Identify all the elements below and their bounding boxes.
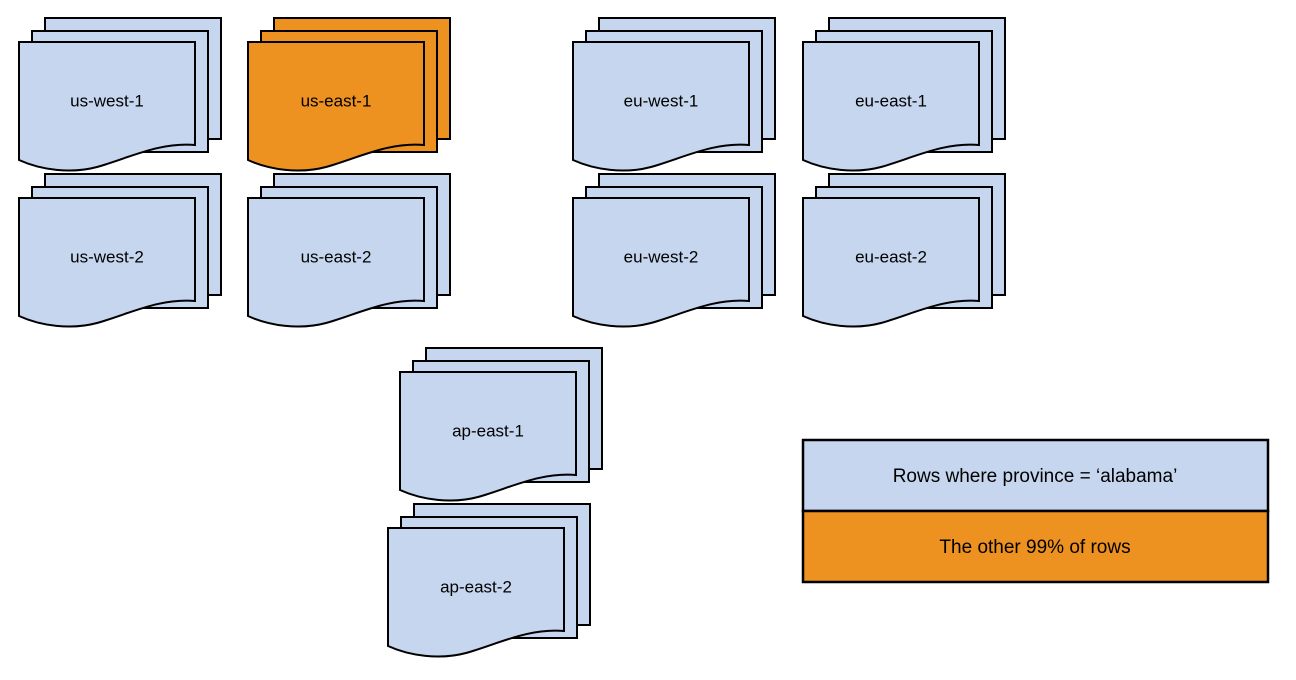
stack-label: ap-east-2 (440, 577, 512, 596)
stack-eu-west-2[interactable]: eu-west-2 (572, 173, 776, 328)
stack-eu-east-1[interactable]: eu-east-1 (802, 17, 1006, 172)
stack-ap-east-1[interactable]: ap-east-1 (399, 347, 603, 502)
stack-label: eu-west-2 (624, 247, 699, 266)
legend-row-other: The other 99% of rows (801, 509, 1270, 584)
stack-us-west-1[interactable]: us-west-1 (18, 17, 222, 172)
stack-label: eu-east-1 (855, 91, 927, 110)
stack-label: us-east-1 (301, 91, 372, 110)
legend-swatch-alabama (801, 438, 1270, 513)
stack-label: ap-east-1 (452, 421, 524, 440)
stack-label: us-west-2 (70, 247, 144, 266)
stack-eu-west-1[interactable]: eu-west-1 (572, 17, 776, 172)
stack-label: us-east-2 (301, 247, 372, 266)
stack-label: us-west-1 (70, 91, 144, 110)
stack-ap-east-2[interactable]: ap-east-2 (387, 503, 591, 658)
legend-label-alabama: Rows where province = ‘alabama’ (893, 466, 1178, 487)
stack-us-west-2[interactable]: us-west-2 (18, 173, 222, 328)
stack-label: eu-west-1 (624, 91, 699, 110)
stack-label: eu-east-2 (855, 247, 927, 266)
stack-us-east-1[interactable]: us-east-1 (247, 17, 451, 172)
legend: Rows where province = ‘alabama’ The othe… (801, 438, 1270, 584)
legend-label-other: The other 99% of rows (939, 537, 1130, 558)
legend-swatch-other (801, 509, 1270, 584)
legend-row-alabama: Rows where province = ‘alabama’ (801, 438, 1270, 513)
region-stacks: us-west-1 us-east-1 eu-west-1 eu-east-1 (18, 17, 1006, 658)
stack-eu-east-2[interactable]: eu-east-2 (802, 173, 1006, 328)
stack-us-east-2[interactable]: us-east-2 (247, 173, 451, 328)
